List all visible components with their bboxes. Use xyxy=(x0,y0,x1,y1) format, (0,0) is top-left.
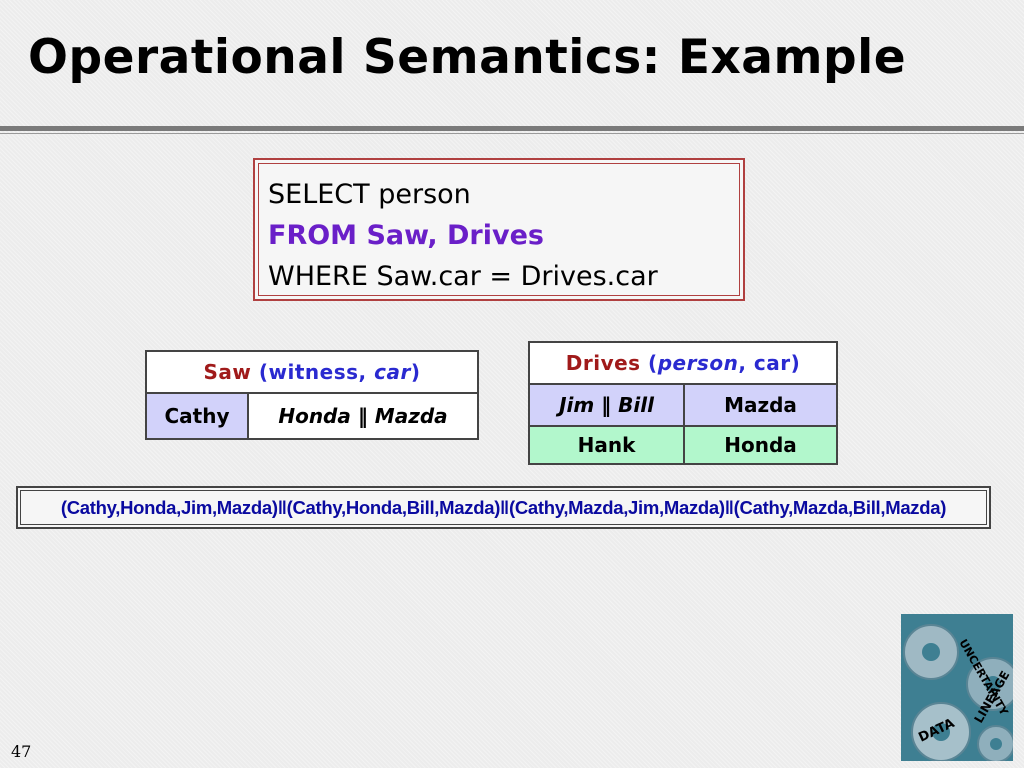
page-number: 47 xyxy=(11,742,32,761)
gear-icon-right xyxy=(966,657,1013,711)
drives-cell-person-2: Hank xyxy=(528,425,685,465)
query-where-line: WHERE Saw.car = Drives.car xyxy=(268,261,658,292)
saw-cell-witness: Cathy xyxy=(145,392,249,440)
result-box: (Cathy,Honda,Jim,Mazda)‖(Cathy,Honda,Bil… xyxy=(16,486,991,529)
drives-header: Drives (person, car) xyxy=(528,341,838,385)
saw-cell-car: Honda ‖ Mazda xyxy=(247,392,479,440)
drives-row-2: Hank Honda xyxy=(528,425,838,465)
title-divider xyxy=(0,126,1024,131)
sql-query-inner: SELECT person FROM Saw, Drives WHERE Saw… xyxy=(258,163,740,296)
gear-icon-small xyxy=(977,725,1013,761)
drives-cell-car-2: Honda xyxy=(683,425,838,465)
saw-header: Saw (witness, car) xyxy=(145,350,479,394)
drives-header-row: Drives (person, car) xyxy=(528,341,838,385)
saw-attrs-close: ) xyxy=(410,360,421,384)
query-from-line: FROM Saw, Drives xyxy=(268,220,544,251)
title-divider-thin xyxy=(0,133,1024,134)
saw-relation-name: Saw xyxy=(203,360,252,384)
data-lineage-uncertainty-logo: UNCERTAINTY LINEAGE DATA xyxy=(901,614,1013,761)
drives-relation-name: Drives xyxy=(565,351,641,375)
gear-icon-bottom xyxy=(911,702,971,761)
drives-cell-person-1: Jim ‖ Bill xyxy=(528,383,685,427)
result-text: (Cathy,Honda,Jim,Mazda)‖(Cathy,Honda,Bil… xyxy=(20,490,987,525)
slide-title: Operational Semantics: Example xyxy=(28,30,907,85)
saw-attrs-open: (witness, xyxy=(258,360,375,384)
saw-header-row: Saw (witness, car) xyxy=(145,350,479,394)
saw-table: Saw (witness, car) Cathy Honda ‖ Mazda xyxy=(145,350,479,440)
query-select-line: SELECT person xyxy=(268,179,471,210)
sql-query-box: SELECT person FROM Saw, Drives WHERE Saw… xyxy=(253,158,745,301)
drives-attr-person: person xyxy=(657,351,739,375)
drives-attrs-rest: , car) xyxy=(738,351,801,375)
drives-table: Drives (person, car) Jim ‖ Bill Mazda Ha… xyxy=(528,341,838,465)
saw-attr-car: car xyxy=(374,360,411,384)
saw-row: Cathy Honda ‖ Mazda xyxy=(145,392,479,440)
gear-icon-top xyxy=(903,624,959,680)
drives-attrs-open: ( xyxy=(648,351,658,375)
gears-logo-graphic: UNCERTAINTY LINEAGE DATA xyxy=(901,614,1013,761)
drives-cell-car-1: Mazda xyxy=(683,383,838,427)
drives-row-1: Jim ‖ Bill Mazda xyxy=(528,383,838,427)
